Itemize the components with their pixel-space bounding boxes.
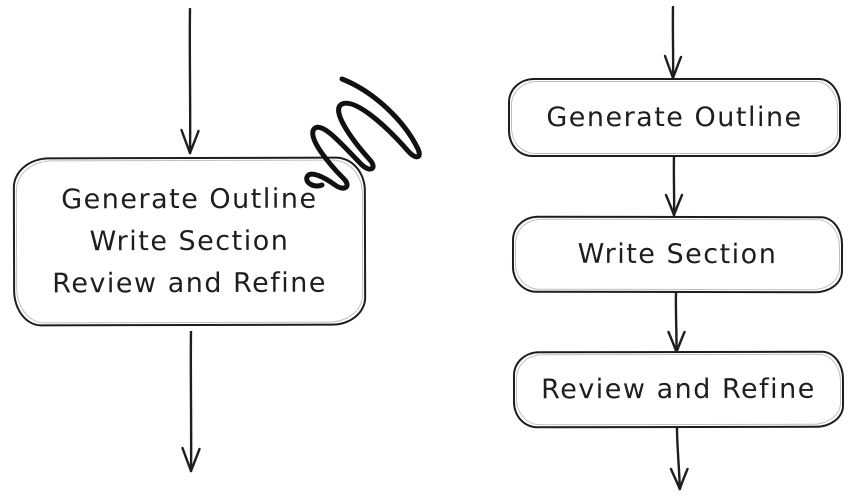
node-label: Generate Outline <box>61 183 318 215</box>
flow-node-write-section[interactable]: Write Section <box>511 215 844 294</box>
scratch-out-scribble-icon[interactable] <box>300 66 430 198</box>
node-label: Review and Refine <box>541 373 816 405</box>
flow-node-generate-outline[interactable]: Generate Outline <box>508 78 841 157</box>
arrow-down-icon[interactable] <box>178 8 202 155</box>
node-label: Review and Refine <box>52 267 327 299</box>
arrow-down-icon[interactable] <box>664 293 688 354</box>
node-label: Write Section <box>89 225 290 257</box>
node-label: Write Section <box>577 238 778 270</box>
arrow-down-icon[interactable] <box>661 6 685 80</box>
arrow-down-icon[interactable] <box>662 157 686 217</box>
flow-node-review-and-refine[interactable]: Review and Refine <box>512 350 845 429</box>
node-label: Generate Outline <box>546 101 803 133</box>
arrow-down-icon[interactable] <box>666 427 694 491</box>
arrow-down-icon[interactable] <box>179 331 203 473</box>
